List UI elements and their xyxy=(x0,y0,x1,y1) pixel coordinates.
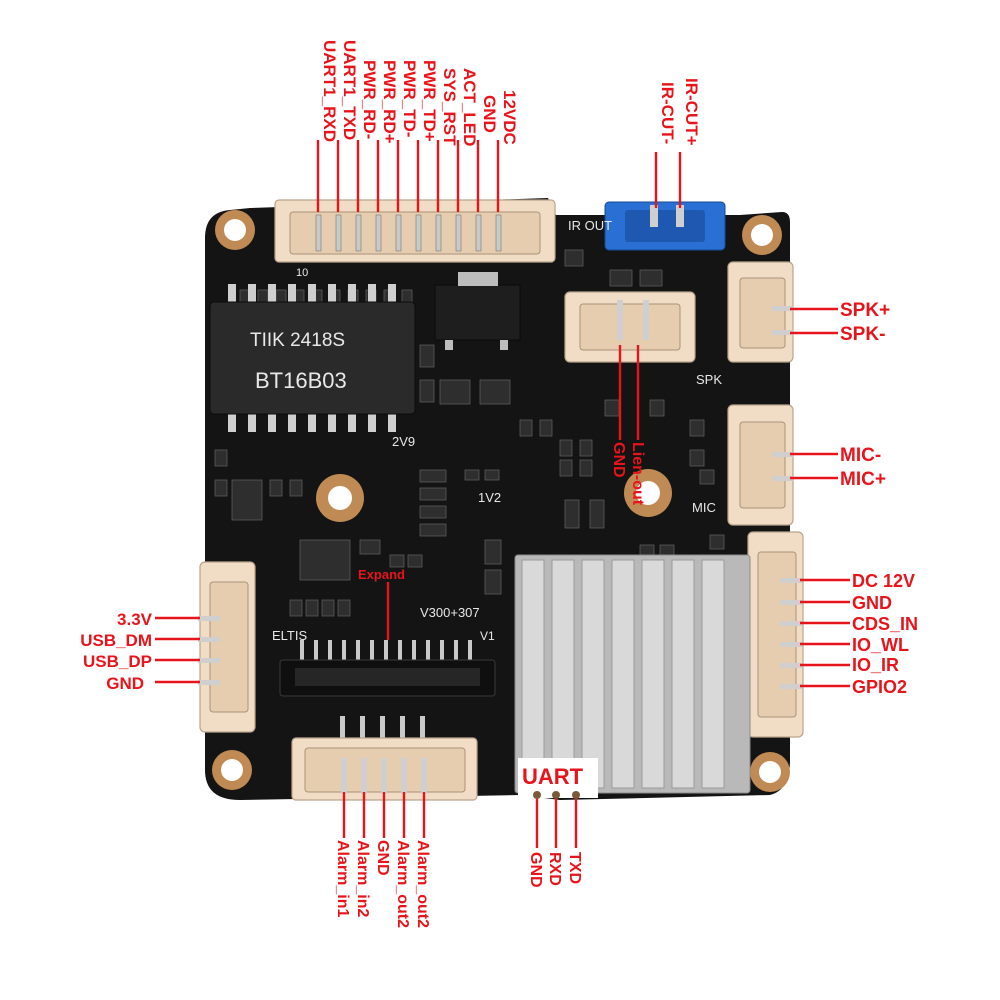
speaker-labels: SPK+ SPK- xyxy=(790,300,890,345)
label-alarm-out2-b: Alarm_out2 xyxy=(414,840,431,928)
label-ir-cut-plus: IR-CUT+ xyxy=(682,78,701,146)
label-spk-minus: SPK- xyxy=(840,324,885,345)
usb-labels: 3.3V USB_DM USB_DP GND xyxy=(80,610,200,693)
smd-components xyxy=(214,249,725,617)
silk-eltis: ELTIS xyxy=(272,628,307,643)
label-gnd-top: GND xyxy=(480,95,499,133)
label-uart1-rxd: UART1_RXD xyxy=(320,40,339,142)
label-gnd-right: GND xyxy=(852,593,892,613)
mic-labels: MIC- MIC+ xyxy=(790,445,886,490)
silk-v300: V300+307 xyxy=(420,605,480,620)
silk-spk: SPK xyxy=(696,372,722,387)
label-pwr-rd-minus: PWR_RD- xyxy=(360,60,379,139)
top-connector: 10 xyxy=(274,199,556,279)
transformer-marking-1: TIIK 2418S xyxy=(250,330,345,351)
label-sys-rst: SYS_RST xyxy=(440,68,459,146)
label-uart-title: UART xyxy=(522,764,584,789)
label-uart1-txd: UART1_TXD xyxy=(340,40,359,140)
label-spk-plus: SPK+ xyxy=(840,300,890,321)
label-lien-out: Lien-out xyxy=(629,442,646,506)
label-cds-in: CDS_IN xyxy=(852,614,918,634)
heatsink xyxy=(514,554,751,798)
silk-pin10: 10 xyxy=(296,267,308,279)
ir-cut-labels: IR-CUT- IR-CUT+ xyxy=(654,78,701,208)
right-connector xyxy=(747,531,804,738)
power-mosfet xyxy=(434,272,521,350)
right-connector-labels: DC 12V GND CDS_IN IO_WL IO_IR GPIO2 xyxy=(800,571,918,697)
label-expand: Expand xyxy=(358,567,405,582)
silk-mic: MIC xyxy=(692,500,716,515)
label-lineout-gnd: GND xyxy=(610,442,627,478)
mic-connector: MIC xyxy=(692,404,794,526)
label-act-led: ACT_LED xyxy=(460,68,479,146)
label-mic-minus: MIC- xyxy=(840,445,881,466)
silk-ir-out: IR OUT xyxy=(568,218,612,233)
top-connector-labels: UART1_RXD UART1_TXD PWR_RD- PWR_RD+ PWR_… xyxy=(316,40,519,212)
label-io-ir: IO_IR xyxy=(852,655,899,675)
label-alarm-in2: Alarm_in2 xyxy=(354,840,371,917)
label-uart-gnd: GND xyxy=(527,852,544,888)
speaker-connector: SPK xyxy=(696,261,794,387)
expand-fpc-connector: V300+307 V1 xyxy=(279,605,496,697)
ir-cut-connector: IR OUT xyxy=(568,201,726,251)
label-12vdc: 12VDC xyxy=(500,90,519,145)
transformer-marking-2: BT16B03 xyxy=(255,368,347,393)
label-alarm-in1: Alarm_in1 xyxy=(334,840,351,917)
silk-1v2: 1V2 xyxy=(478,490,501,505)
label-uart-rxd: RXD xyxy=(546,852,563,886)
label-uart-txd: TXD xyxy=(566,852,583,884)
label-gnd-usb: GND xyxy=(106,674,144,693)
label-3v3: 3.3V xyxy=(117,610,153,629)
alarm-labels: Alarm_in1 Alarm_in2 GND Alarm_out2 Alarm… xyxy=(334,792,431,928)
label-pwr-rd-plus: PWR_RD+ xyxy=(380,60,399,144)
line-out-connector xyxy=(564,291,696,363)
ethernet-transformer: TIIK 2418S BT16B03 xyxy=(209,284,416,432)
usb-connector: ELTIS xyxy=(198,561,307,733)
silk-2v9: 2V9 xyxy=(392,434,415,449)
label-alarm-out2-a: Alarm_out2 xyxy=(394,840,411,928)
uart-labels: UART GND RXD TXD xyxy=(522,764,584,888)
label-ir-cut-minus: IR-CUT- xyxy=(658,82,677,144)
label-gpio2: GPIO2 xyxy=(852,677,907,697)
expand-label-group: Expand xyxy=(358,567,405,640)
label-usb-dm: USB_DM xyxy=(80,631,152,650)
label-io-wl: IO_WL xyxy=(852,635,909,655)
label-usb-dp: USB_DP xyxy=(83,652,152,671)
uart-header xyxy=(533,791,580,799)
label-dc-12v: DC 12V xyxy=(852,571,915,591)
line-out-labels: GND Lien-out xyxy=(610,345,646,506)
silk-v1: V1 xyxy=(480,629,495,643)
label-mic-plus: MIC+ xyxy=(840,469,886,490)
label-pwr-td-minus: PWR_TD- xyxy=(400,60,419,137)
label-pwr-td-plus: PWR_TD+ xyxy=(420,60,439,142)
alarm-connector xyxy=(291,716,478,801)
label-gnd-alarm: GND xyxy=(374,840,391,876)
